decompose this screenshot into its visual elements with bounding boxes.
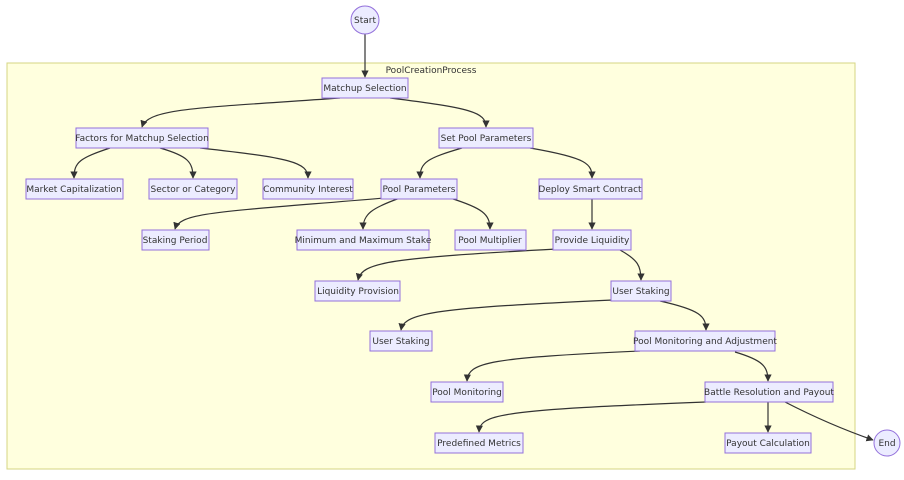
edge-provide-liquidity-to-liquidity-provision <box>355 248 558 281</box>
node-pool-multiplier-label: Pool Multiplier <box>458 236 522 246</box>
edge-monitoring-adjustment-to-battle <box>734 351 772 382</box>
node-pool-monitoring: Pool Monitoring <box>430 381 504 403</box>
node-factors-for-matchup-selection: Factors for Matchup Selection <box>75 127 209 149</box>
edge-monitoring-adjustment-to-pool-monitoring <box>463 350 641 382</box>
node-battle-resolution-and-payout-label: Battle Resolution and Payout <box>704 388 834 398</box>
node-predefined-metrics-label: Predefined Metrics <box>437 439 521 449</box>
node-factors-label: Factors for Matchup Selection <box>75 134 209 144</box>
node-pool-monitoring-label: Pool Monitoring <box>432 388 502 398</box>
edge-set-params-to-deploy <box>529 147 596 179</box>
node-predefined-metrics: Predefined Metrics <box>434 432 524 454</box>
edge-pool-params-to-staking-period <box>173 197 385 230</box>
node-battle-resolution-and-payout: Battle Resolution and Payout <box>704 381 834 403</box>
node-start-label: Start <box>354 16 376 26</box>
cluster-pool-creation-process: PoolCreationProcess <box>6 62 856 470</box>
cluster-background <box>6 62 856 470</box>
node-minimum-and-maximum-stake-label: Minimum and Maximum Stake <box>295 236 432 246</box>
node-market-capitalization-label: Market Capitalization <box>26 185 121 195</box>
node-sector-or-category-label: Sector or Category <box>151 185 237 195</box>
edge-provide-liquidity-to-user-staking <box>619 249 645 281</box>
edge-pool-params-to-min-max <box>359 197 401 230</box>
node-provide-liquidity: Provide Liquidity <box>552 229 632 251</box>
edge-user-staking-to-user-staking-sub <box>398 299 614 331</box>
edge-factors-to-sector <box>159 147 197 179</box>
node-payout-calculation-label: Payout Calculation <box>726 439 810 449</box>
node-matchup-selection-label: Matchup Selection <box>323 84 406 94</box>
node-pool-monitoring-and-adjustment-label: Pool Monitoring and Adjustment <box>633 337 777 347</box>
node-user-staking-label: User Staking <box>612 287 669 297</box>
node-minimum-and-maximum-stake: Minimum and Maximum Stake <box>295 229 432 251</box>
node-pool-parameters: Pool Parameters <box>380 178 458 200</box>
node-end: End <box>873 429 901 457</box>
edge-set-params-to-pool-params <box>416 147 463 179</box>
node-start: Start <box>350 5 380 35</box>
edges <box>70 34 874 442</box>
edge-battle-to-end <box>784 401 874 442</box>
node-pool-parameters-label: Pool Parameters <box>383 185 456 195</box>
cluster-label: PoolCreationProcess <box>386 66 477 76</box>
node-liquidity-provision-label: Liquidity Provision <box>317 287 399 297</box>
edge-pool-params-to-multiplier <box>449 197 494 230</box>
node-community-interest-label: Community Interest <box>263 185 353 195</box>
node-set-pool-parameters-label: Set Pool Parameters <box>441 134 532 144</box>
node-end-label: End <box>878 439 895 449</box>
node-community-interest: Community Interest <box>262 178 354 200</box>
node-set-pool-parameters: Set Pool Parameters <box>438 127 534 149</box>
node-user-staking: User Staking <box>610 280 672 302</box>
edge-factors-to-community <box>199 147 312 179</box>
node-user-staking-sub-label: User Staking <box>372 337 429 347</box>
edge-factors-to-market-cap <box>70 147 111 179</box>
node-pool-multiplier: Pool Multiplier <box>454 229 527 251</box>
edge-user-staking-to-monitoring-adjustment <box>659 300 710 331</box>
node-staking-period: Staking Period <box>141 229 210 251</box>
node-payout-calculation: Payout Calculation <box>724 432 812 454</box>
node-pool-monitoring-and-adjustment: Pool Monitoring and Adjustment <box>633 330 777 352</box>
node-liquidity-provision: Liquidity Provision <box>314 280 401 302</box>
node-user-staking-sub: User Staking <box>369 330 433 352</box>
node-provide-liquidity-label: Provide Liquidity <box>555 236 630 246</box>
edge-battle-to-predefined-metrics <box>475 401 707 433</box>
node-matchup-selection: Matchup Selection <box>321 77 409 99</box>
node-deploy-smart-contract-label: Deploy Smart Contract <box>538 185 642 195</box>
node-deploy-smart-contract: Deploy Smart Contract <box>538 178 643 200</box>
node-sector-or-category: Sector or Category <box>148 178 238 200</box>
node-market-capitalization: Market Capitalization <box>25 178 124 200</box>
edge-matchup-to-factors <box>140 97 341 128</box>
edge-matchup-to-set-pool-parameters <box>389 97 490 128</box>
node-staking-period-label: Staking Period <box>143 236 208 246</box>
